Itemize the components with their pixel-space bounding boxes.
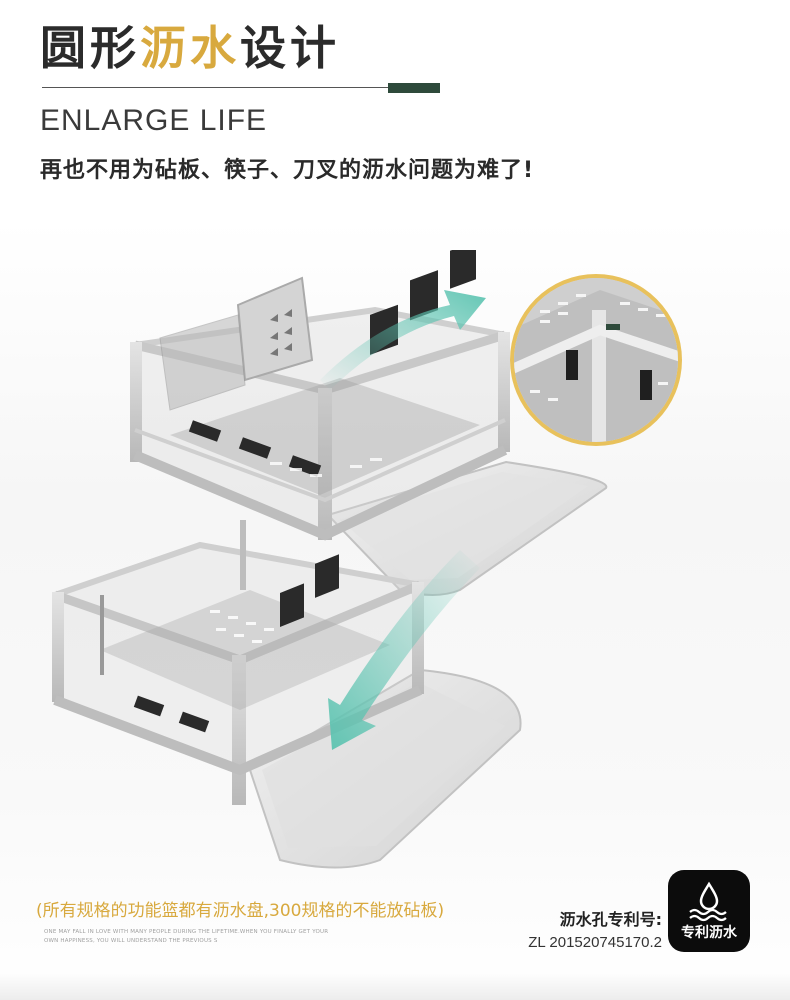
patent-drainage-badge: 专利沥水 (668, 870, 750, 952)
drainage-detail-zoom (510, 274, 682, 446)
badge-label: 专利沥水 (681, 925, 737, 941)
english-slogan: ENLARGE LIFE (40, 104, 268, 137)
title-part-2: 设计 (240, 21, 340, 75)
title-divider-accent (388, 83, 440, 93)
lower-basket (52, 520, 424, 805)
lower-drip-tray (248, 668, 522, 869)
airflow-arrow-down (328, 550, 480, 750)
decorative-english-text: ONE MAY FALL IN LOVE WITH MANY PEOPLE DU… (44, 929, 329, 944)
title-part-1: 圆形 (40, 21, 140, 75)
product-illustration (52, 250, 682, 869)
airflow-arrow-up (320, 290, 486, 390)
title-accent: 沥水 (140, 21, 240, 75)
patent-label: 沥水孔专利号: (559, 910, 662, 929)
patent-info: 沥水孔专利号: ZL 201520745170.2 (528, 906, 662, 951)
chinese-tagline: 再也不用为砧板、筷子、刀叉的沥水问题为难了! (40, 158, 535, 183)
upper-basket (130, 250, 510, 541)
title-divider (42, 87, 392, 88)
patent-number: ZL 201520745170.2 (528, 934, 662, 951)
bottom-shadow-band (0, 972, 790, 1000)
page-title: 圆形沥水设计 (40, 16, 340, 80)
water-drop-icon (689, 881, 727, 922)
footnote: (所有规格的功能篮都有沥水盘,300规格的不能放砧板) (36, 901, 445, 921)
